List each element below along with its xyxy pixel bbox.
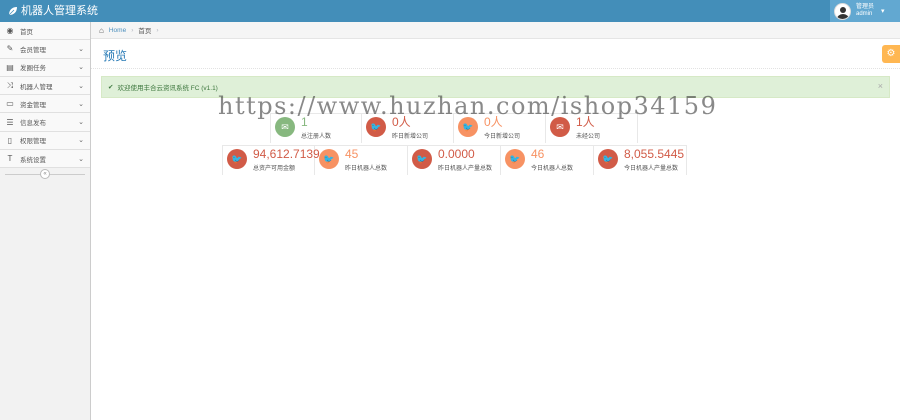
sidebar-item-label: 系统设置 xyxy=(20,156,46,164)
edit-icon: ✎ xyxy=(6,44,14,54)
sidebar-item-label: 信息发布 xyxy=(20,120,46,128)
chevron-down-icon: ⌄ xyxy=(78,64,84,72)
page-title: 预览 xyxy=(103,49,128,63)
stat-total-registered: ✉ 1 总注册人数 xyxy=(270,113,362,143)
sidebar-item-news[interactable]: ☰ 信息发布 ⌄ xyxy=(0,113,90,132)
breadcrumb-home[interactable]: Home xyxy=(108,26,127,34)
stat-yesterday-robots: 🐦 45 昨日机器人总数 xyxy=(315,145,408,175)
user-info: 管理员 admin xyxy=(856,4,874,18)
chevron-down-icon: ⌄ xyxy=(78,100,84,108)
desktop-icon: ▭ xyxy=(6,99,14,109)
twitter-icon: 🐦 xyxy=(412,149,432,169)
stat-label: 未经公司 xyxy=(576,134,601,140)
twitter-icon: 🐦 xyxy=(366,117,386,137)
twitter-icon: 🐦 xyxy=(505,149,525,169)
stat-value: 0人 xyxy=(392,115,411,129)
sidebar: ◉ 首页 ✎ 会员管理 ⌄ ▤ 发圈任务 ⌄ ⤨ 机器人管理 ⌄ ▭ 资金管理 … xyxy=(0,22,91,420)
twitter-icon: 🐦 xyxy=(319,149,339,169)
sidebar-item-label: 发圈任务 xyxy=(20,65,46,73)
stat-value: 0人 xyxy=(484,115,503,129)
stat-label: 今日机器人产量总数 xyxy=(624,166,679,172)
stat-label: 总资产可用金额 xyxy=(253,166,296,172)
book-icon: ▤ xyxy=(6,62,14,72)
sidebar-item-label: 资金管理 xyxy=(20,101,46,109)
stat-label: 总注册人数 xyxy=(301,134,332,140)
user-name: admin xyxy=(856,11,873,17)
file-icon: ▯ xyxy=(7,135,13,145)
sidebar-collapse: « xyxy=(0,168,90,180)
caret-down-icon: ▾ xyxy=(881,8,885,15)
chevron-down-icon: ⌄ xyxy=(78,119,84,127)
twitter-icon: 🐦 xyxy=(227,149,247,169)
chevron-down-icon: ⌄ xyxy=(78,82,84,90)
sidebar-item-members[interactable]: ✎ 会员管理 ⌄ xyxy=(0,40,90,59)
stat-label: 今日新增公司 xyxy=(484,134,521,140)
sidebar-item-settings[interactable]: T 系统设置 ⌄ xyxy=(0,150,90,169)
stat-yesterday-companies: 🐦 0人 昨日新增公司 xyxy=(362,113,454,143)
sidebar-item-robots[interactable]: ⤨ 机器人管理 ⌄ xyxy=(0,76,90,96)
brand[interactable]: 机器人管理系统 xyxy=(8,4,98,18)
watermark-text: https://www.huzhan.com/ishop34159 xyxy=(218,92,718,120)
chevron-down-icon: ⌄ xyxy=(78,45,84,53)
sidebar-item-label: 会员管理 xyxy=(20,46,46,54)
sidebar-item-tasks[interactable]: ▤ 发圈任务 ⌄ xyxy=(0,58,90,77)
stat-label: 昨日机器人产量总数 xyxy=(438,166,493,172)
stat-value: 0.0000 xyxy=(438,147,475,161)
twitter-icon: 🐦 xyxy=(598,149,618,169)
stat-today-robots: 🐦 46 今日机器人总数 xyxy=(501,145,594,175)
stat-yesterday-output: 🐦 0.0000 昨日机器人产量总数 xyxy=(408,145,501,175)
user-menu[interactable]: 管理员 admin ▾ xyxy=(830,0,900,22)
collapse-sidebar-button[interactable]: « xyxy=(40,169,50,180)
stat-unverified-companies: ✉ 1人 未经公司 xyxy=(546,113,638,143)
chevron-down-icon: ⌄ xyxy=(78,155,84,163)
home-icon: ⌂ xyxy=(99,25,104,35)
alert-text: 欢迎使用丰合云资讯系统 FC (v1.1) xyxy=(117,85,218,92)
stat-value: 45 xyxy=(345,147,359,161)
breadcrumb-separator: › xyxy=(131,26,134,34)
page-header: 预览 ⚙ xyxy=(91,39,900,69)
stats-row-1: ✉ 1 总注册人数 🐦 0人 昨日新增公司 🐦 0人 今日新增公司 ✉ 1人 未… xyxy=(270,113,638,143)
text-icon: T xyxy=(7,154,13,164)
check-icon: ✔ xyxy=(108,84,114,91)
stat-label: 昨日机器人总数 xyxy=(345,166,388,172)
sidebar-item-label: 机器人管理 xyxy=(20,83,53,91)
stat-today-output: 🐦 8,055.5445 今日机器人产量总数 xyxy=(594,145,687,175)
user-welcome: 管理员 xyxy=(856,4,875,10)
gear-icon: ⚙ xyxy=(886,48,896,59)
stats-row-2: 🐦 94,612.7139 总资产可用金额 🐦 45 昨日机器人总数 🐦 0.0… xyxy=(222,145,687,175)
stat-label: 昨日新增公司 xyxy=(392,134,429,140)
stat-label: 今日机器人总数 xyxy=(531,166,574,172)
chevron-down-icon: ⌄ xyxy=(78,137,84,145)
close-icon[interactable]: × xyxy=(877,81,883,91)
stat-value: 1 xyxy=(301,115,308,129)
stat-value: 1人 xyxy=(576,115,595,129)
stat-value: 8,055.5445 xyxy=(624,147,685,161)
top-navbar: 机器人管理系统 管理员 admin ▾ xyxy=(0,0,900,22)
shuffle-icon: ⤨ xyxy=(6,80,14,90)
welcome-alert: ✔ 欢迎使用丰合云资讯系统 FC (v1.1) × xyxy=(101,76,890,98)
app-title: 机器人管理系统 xyxy=(21,5,98,17)
sidebar-item-home[interactable]: ◉ 首页 xyxy=(0,22,90,41)
sidebar-item-label: 权限管理 xyxy=(20,138,46,146)
comments-icon: ✉ xyxy=(550,117,570,137)
breadcrumb-current: 首页 xyxy=(138,28,152,35)
list-icon: ☰ xyxy=(6,117,14,127)
settings-button[interactable]: ⚙ xyxy=(882,45,900,63)
avatar xyxy=(834,2,851,20)
stat-today-companies: 🐦 0人 今日新增公司 xyxy=(454,113,546,143)
dashboard-icon: ◉ xyxy=(6,26,14,36)
breadcrumb-separator: › xyxy=(156,26,159,34)
comments-icon: ✉ xyxy=(275,117,295,137)
twitter-icon: 🐦 xyxy=(458,117,478,137)
sidebar-item-permissions[interactable]: ▯ 权限管理 ⌄ xyxy=(0,131,90,151)
stat-value: 94,612.7139 xyxy=(253,147,320,161)
sidebar-item-funds[interactable]: ▭ 资金管理 ⌄ xyxy=(0,95,90,114)
leaf-icon xyxy=(8,7,17,16)
stat-total-assets: 🐦 94,612.7139 总资产可用金额 xyxy=(222,145,320,175)
breadcrumb: ⌂ Home › 首页 › xyxy=(91,22,900,39)
sidebar-item-label: 首页 xyxy=(20,28,33,36)
stat-value: 46 xyxy=(531,147,545,161)
